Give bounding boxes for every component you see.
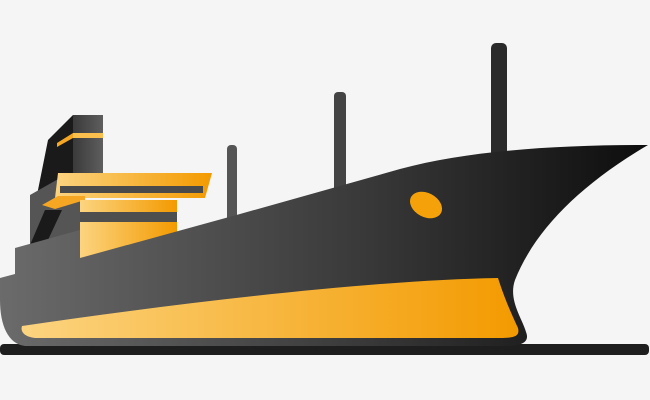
bridge-wing-tip xyxy=(42,196,85,209)
waterline-bar xyxy=(0,344,649,355)
bridge-wing xyxy=(55,173,212,198)
masts xyxy=(227,43,507,225)
mast-1 xyxy=(227,145,237,225)
bridge-wing-stripe xyxy=(60,186,203,193)
mast-3 xyxy=(491,43,507,163)
funnel-stripe-side xyxy=(57,133,73,147)
bridge-block-stripe xyxy=(80,212,177,222)
funnel xyxy=(73,115,103,180)
mast-2 xyxy=(334,92,346,192)
funnel-stripe xyxy=(73,133,103,138)
bridge-back-dark xyxy=(30,210,62,245)
porthole xyxy=(409,191,443,219)
hull-orange-band xyxy=(21,278,519,338)
